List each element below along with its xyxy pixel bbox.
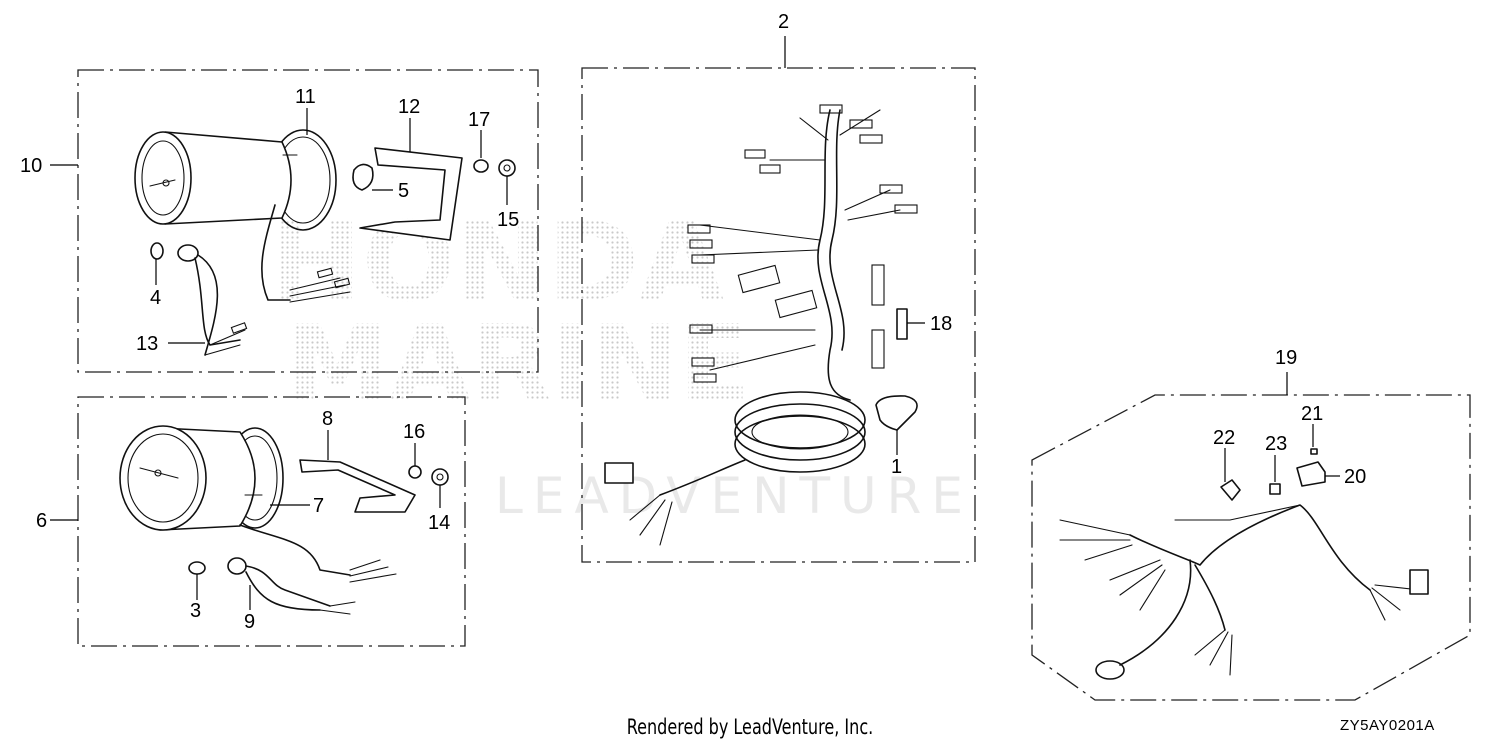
- group-frame-sub-harness: [1031, 394, 1471, 701]
- callout-8: 8: [322, 408, 333, 430]
- callout-15: 15: [497, 209, 519, 231]
- group-frame-tachometer: [77, 69, 539, 373]
- callout-3: 3: [190, 600, 201, 622]
- callout-7: 7: [313, 495, 324, 517]
- callout-19: 19: [1275, 347, 1297, 369]
- callout-18: 18: [930, 313, 952, 335]
- callout-13: 13: [136, 333, 158, 355]
- tachometer-assembly: [134, 129, 516, 356]
- callout-16: 16: [403, 421, 425, 443]
- callout-1: 1: [891, 456, 902, 478]
- leader-lines: [50, 36, 1340, 610]
- callout-22: 22: [1213, 427, 1235, 449]
- diagram-code: ZY5AY0201A: [1340, 717, 1435, 734]
- callout-11: 11: [295, 86, 316, 108]
- footer-credit: Rendered by LeadVenture, Inc.: [626, 715, 874, 739]
- callout-14: 14: [428, 512, 450, 534]
- watermark-brand-line1: HONDA: [270, 198, 724, 326]
- callout-9: 9: [244, 611, 255, 633]
- callout-12: 12: [398, 96, 420, 118]
- callout-6: 6: [36, 510, 47, 532]
- watermark-vendor: LEADVENTURE: [495, 467, 973, 525]
- callout-20: 20: [1344, 466, 1366, 488]
- connector-pins: [687, 104, 918, 383]
- main-wire-harness: [604, 104, 918, 546]
- watermark-brand-line2: MARINE: [285, 303, 750, 425]
- callout-labels: 10 11 12 5 17 15 4 13 6 8 16 14 7 3 9 2 …: [20, 11, 1366, 633]
- group-frame-main-harness: [581, 67, 976, 563]
- callout-5: 5: [398, 180, 409, 202]
- speedometer-assembly: [119, 425, 449, 615]
- sub-wire-harness: [1059, 448, 1429, 680]
- callout-2: 2: [778, 11, 789, 33]
- group-frame-speedometer: [77, 396, 466, 647]
- callout-21: 21: [1301, 403, 1323, 425]
- callout-23: 23: [1265, 433, 1287, 455]
- watermark: HONDA MARINE LEADVENTURE: [270, 198, 973, 525]
- callout-4: 4: [150, 287, 161, 309]
- callout-10: 10: [20, 155, 42, 177]
- callout-17: 17: [468, 109, 490, 131]
